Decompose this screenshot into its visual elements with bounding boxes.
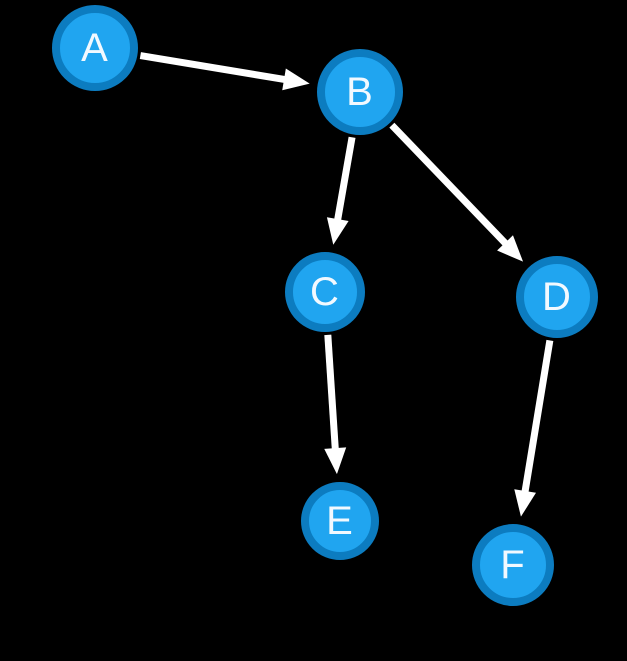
node-D[interactable]: D bbox=[516, 256, 598, 338]
arrowhead-icon bbox=[514, 489, 537, 517]
edge-A-B bbox=[139, 52, 310, 91]
arrowhead-icon bbox=[282, 68, 310, 91]
node-label-C: C bbox=[310, 270, 340, 314]
arrowhead-icon bbox=[324, 447, 347, 475]
node-label-D: D bbox=[542, 275, 572, 319]
edge-line-B-C bbox=[332, 136, 356, 230]
edge-C-E bbox=[324, 334, 347, 475]
edge-B-C bbox=[326, 136, 356, 245]
edge-line-A-B bbox=[139, 52, 295, 85]
node-label-A: A bbox=[81, 26, 109, 70]
node-A[interactable]: A bbox=[52, 5, 138, 91]
node-circle-A[interactable] bbox=[52, 5, 138, 91]
edge-line-D-F bbox=[520, 339, 554, 502]
node-circle-E[interactable] bbox=[301, 482, 379, 560]
node-label-E: E bbox=[326, 499, 354, 543]
edge-B-D bbox=[389, 122, 524, 262]
node-circle-C[interactable] bbox=[285, 252, 365, 332]
edge-line-B-D bbox=[389, 122, 515, 253]
node-C[interactable]: C bbox=[285, 252, 365, 332]
arrowhead-icon bbox=[497, 235, 524, 262]
node-circle-D[interactable] bbox=[516, 256, 598, 338]
node-B[interactable]: B bbox=[317, 49, 403, 135]
node-F[interactable]: F bbox=[472, 524, 554, 606]
node-label-B: B bbox=[346, 70, 374, 114]
edge-line-C-E bbox=[324, 334, 340, 459]
node-label-F: F bbox=[500, 543, 525, 587]
node-circle-B[interactable] bbox=[317, 49, 403, 135]
arrowhead-icon bbox=[326, 217, 349, 245]
node-circle-F[interactable] bbox=[472, 524, 554, 606]
node-E[interactable]: E bbox=[301, 482, 379, 560]
edge-D-F bbox=[514, 339, 554, 517]
